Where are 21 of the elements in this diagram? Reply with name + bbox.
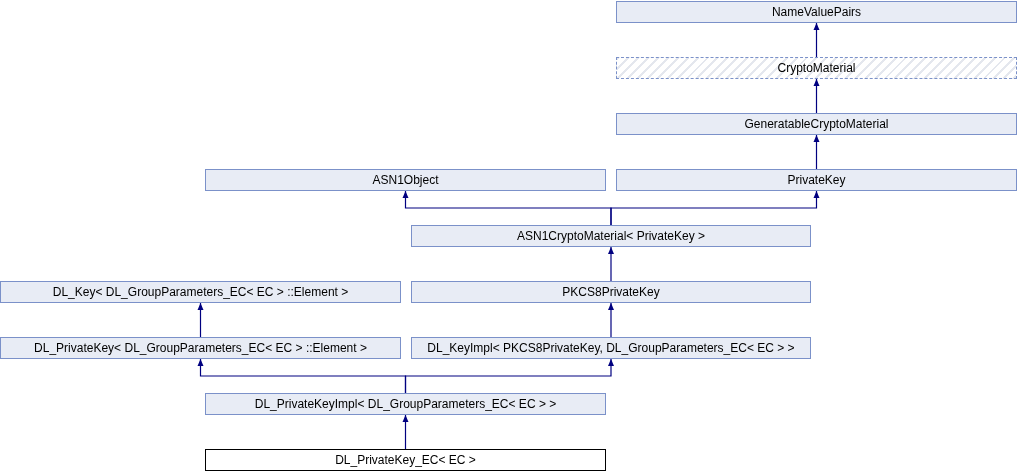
inheritance-arrow (608, 302, 614, 338)
inheritance-arrow (610, 190, 820, 226)
class-box: DL_Key< DL_GroupParameters_EC< EC > ::Element > (0, 281, 401, 303)
class-box: NameValuePairs (616, 1, 1017, 23)
class-box: CryptoMaterial (616, 57, 1017, 79)
class-box: DL_PrivateKeyImpl< DL_GroupParameters_EC< EC > > (205, 393, 606, 415)
inheritance-arrow (197, 302, 204, 338)
inheritance-arrow (404, 358, 614, 394)
inheritance-arrow (813, 78, 820, 114)
class-box: PKCS8PrivateKey (411, 281, 811, 303)
class-box: DL_KeyImpl< PKCS8PrivateKey, DL_GroupParameters_EC< EC > > (411, 337, 811, 359)
inheritance-arrow (813, 134, 820, 170)
class-box: DL_PrivateKey< DL_GroupParameters_EC< EC > ::Element > (0, 337, 401, 359)
inheritance-arrow (608, 246, 614, 282)
inheritance-arrow (402, 414, 409, 450)
class-box: ASN1CryptoMaterial< PrivateKey > (411, 225, 811, 247)
inheritance-arrow (813, 22, 820, 58)
class-box: GeneratableCryptoMaterial (616, 113, 1017, 135)
class-box: DL_PrivateKey_EC< EC > (205, 449, 606, 471)
class-box: ASN1Object (205, 169, 606, 191)
class-box: PrivateKey (616, 169, 1017, 191)
